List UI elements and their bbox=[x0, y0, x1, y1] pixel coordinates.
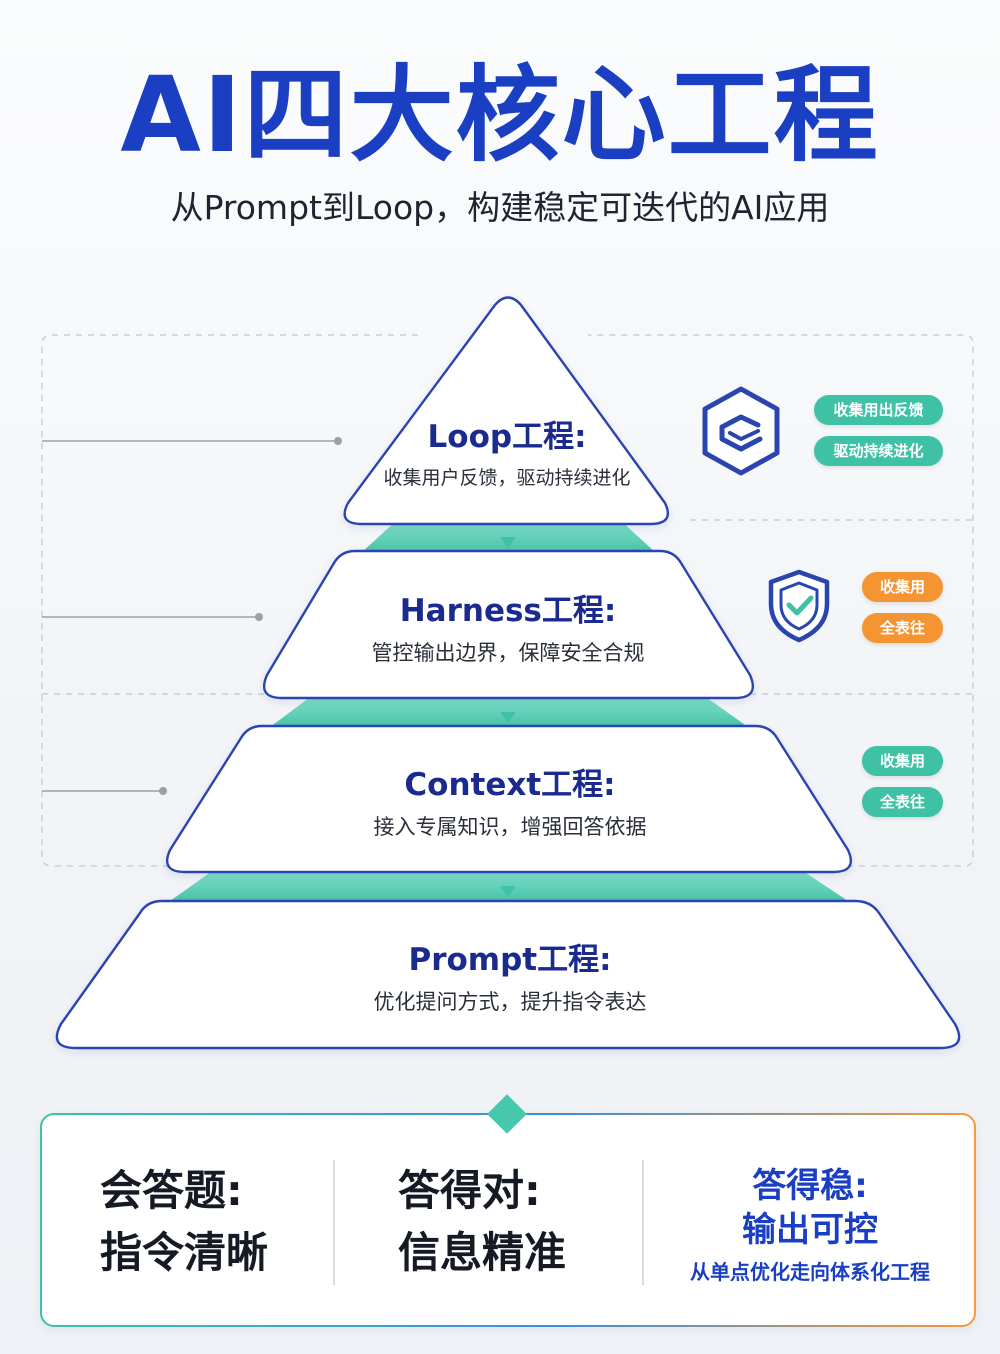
tag-loop-collect: 收集用出反馈 bbox=[814, 395, 943, 425]
outcome-stable-line2: 输出可控 bbox=[742, 1210, 878, 1251]
tag-harness-1: 收集用 bbox=[862, 572, 943, 602]
tag-loop-drive: 驱动持续进化 bbox=[814, 436, 943, 466]
teal-band-1 bbox=[362, 520, 655, 552]
layer-harness-title: Harness工程: bbox=[399, 593, 617, 629]
connector-dot-loop bbox=[334, 437, 342, 445]
guide-frame-outline bbox=[41, 334, 974, 867]
outcome-stable-note: 从单点优化走向体系化工程 bbox=[690, 1260, 930, 1285]
shield-check-icon bbox=[768, 569, 830, 643]
tag-context-1: 收集用 bbox=[862, 746, 943, 776]
layer-context-shape bbox=[165, 724, 853, 874]
layer-context-desc: 接入专属知识，增强回答依据 bbox=[373, 814, 647, 839]
down-arrow-3 bbox=[500, 886, 516, 897]
layered-stack-hexagon-icon bbox=[702, 386, 780, 476]
outcome-stable: 答得稳: 输出可控 从单点优化走向体系化工程 bbox=[665, 1164, 955, 1285]
down-arrows bbox=[500, 537, 516, 897]
layer-prompt-desc: 优化提问方式，提升指令表达 bbox=[373, 989, 647, 1014]
layer-harness: Harness工程: 管控输出边界，保障安全合规 bbox=[258, 592, 758, 667]
layer-harness-desc: 管控输出边界，保障安全合规 bbox=[371, 640, 645, 665]
outcome-correct-line2: 信息精准 bbox=[398, 1228, 567, 1277]
teal-band-3 bbox=[170, 869, 848, 901]
page-subtitle: 从Prompt到Loop，构建稳定可迭代的AI应用 bbox=[170, 188, 830, 227]
layer-loop-title: Loop工程: bbox=[427, 419, 587, 455]
teal-bands bbox=[170, 520, 848, 901]
connector-dot-context bbox=[159, 787, 167, 795]
left-connectors bbox=[42, 437, 342, 795]
pyramid-layers bbox=[55, 296, 961, 1050]
outcome-divider-2 bbox=[642, 1160, 644, 1285]
layer-harness-shape bbox=[262, 549, 755, 700]
outcome-answer-line1: 会答题: bbox=[100, 1166, 243, 1215]
outcome-answer: 会答题: 指令清晰 bbox=[100, 1170, 320, 1274]
tag-context-2: 全表往 bbox=[862, 787, 943, 817]
page-title: AI四大核心工程 bbox=[120, 54, 880, 176]
down-arrow-1 bbox=[500, 537, 516, 548]
tag-harness-2: 全表往 bbox=[862, 613, 943, 643]
pyramid-diagram bbox=[41, 296, 974, 1050]
outcome-stable-line1: 答得稳: bbox=[752, 1166, 868, 1206]
outcome-correct-line1: 答得对: bbox=[398, 1166, 541, 1215]
down-arrow-2 bbox=[500, 712, 516, 723]
layer-prompt-title: Prompt工程: bbox=[408, 942, 612, 978]
dashed-guide-frame bbox=[41, 334, 974, 867]
outcome-correct: 答得对: 信息精准 bbox=[398, 1170, 618, 1274]
layer-loop-desc: 收集用户反馈，驱动持续进化 bbox=[383, 466, 631, 489]
layer-prompt: Prompt工程: 优化提问方式，提升指令表达 bbox=[60, 941, 960, 1016]
outcomes-panel bbox=[40, 1113, 976, 1327]
outcome-divider-1 bbox=[333, 1160, 335, 1285]
layer-loop-shape bbox=[343, 296, 670, 526]
layer-loop: Loop工程: 收集用户反馈，驱动持续进化 bbox=[337, 418, 677, 490]
layer-context: Context工程: 接入专属知识，增强回答依据 bbox=[160, 766, 860, 841]
outcome-answer-line2: 指令清晰 bbox=[100, 1228, 269, 1277]
layer-prompt-shape bbox=[55, 899, 961, 1050]
connector-dot-harness bbox=[255, 613, 263, 621]
teal-band-2 bbox=[270, 695, 748, 727]
layer-context-title: Context工程: bbox=[404, 767, 616, 803]
